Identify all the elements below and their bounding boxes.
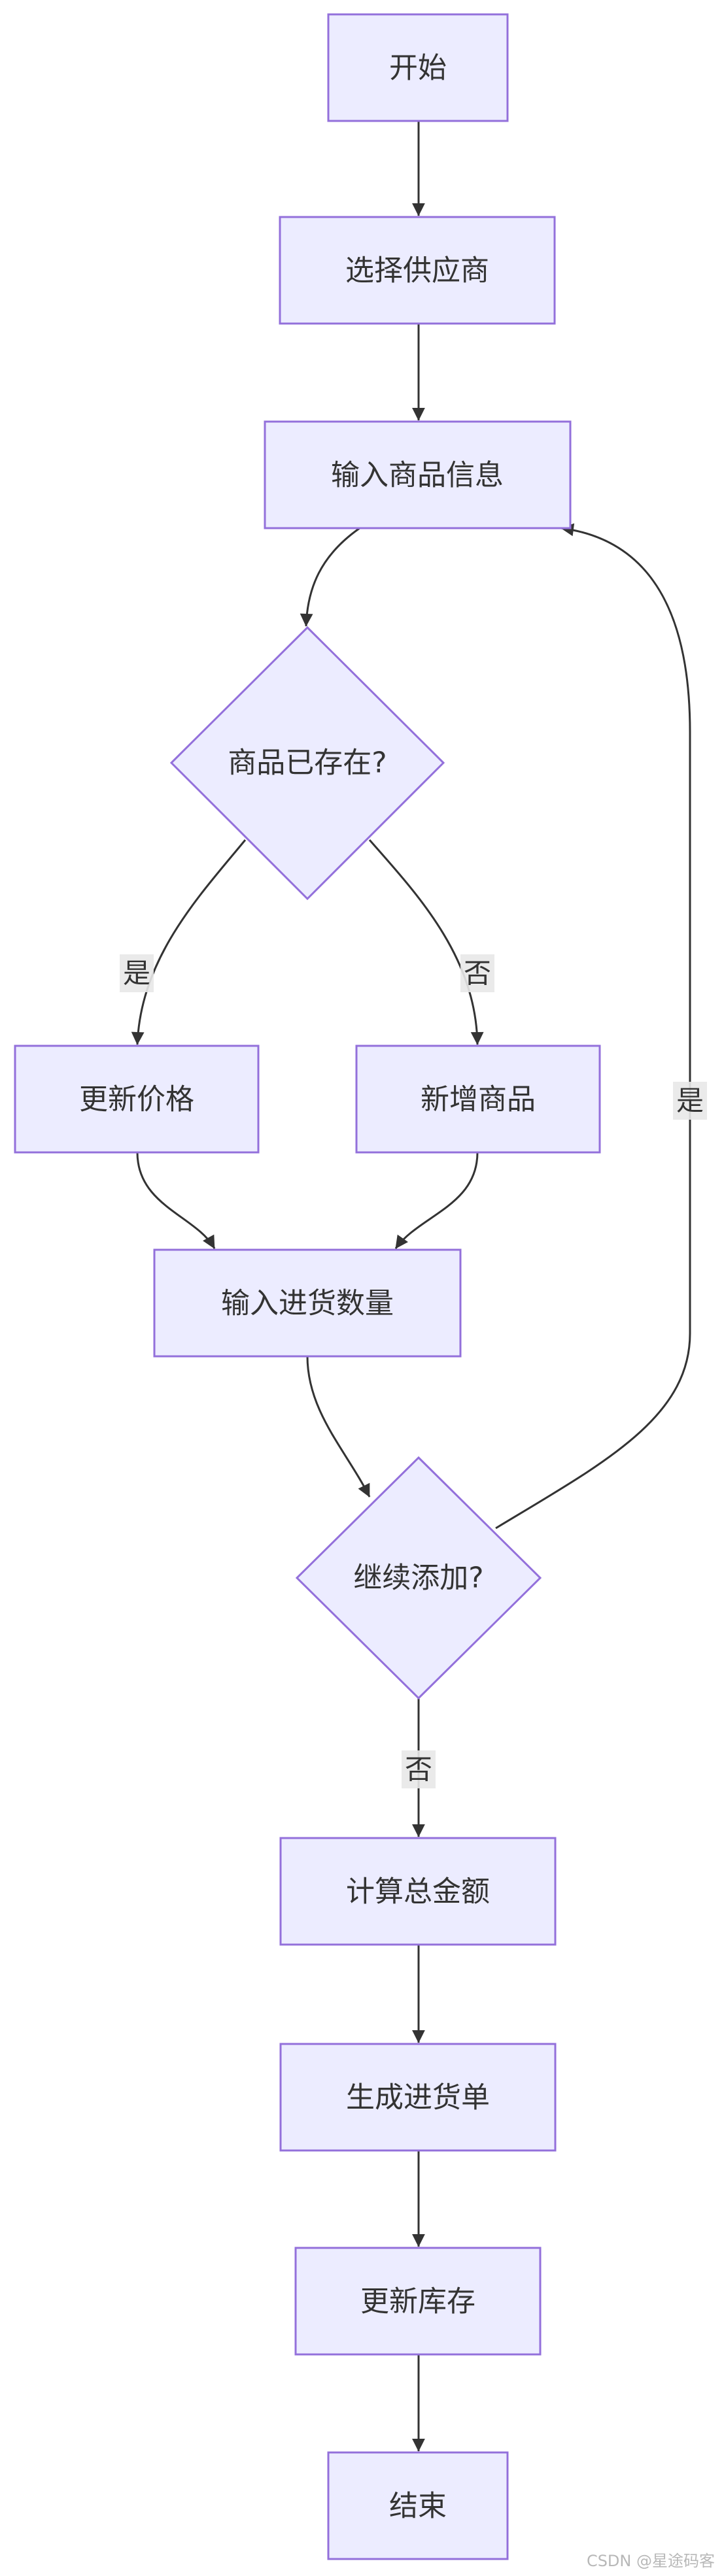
edge-add-product-to-input-quantity — [394, 1152, 479, 1249]
node-update-stock: 更新库存 — [294, 2247, 542, 2356]
edge-label-exists-yes-text: 是 — [123, 958, 150, 990]
edge-label-exists-yes: 是 — [120, 954, 154, 992]
node-end-label: 结束 — [389, 2490, 447, 2523]
edge-label-continue-no: 否 — [402, 1750, 436, 1788]
node-product-exists-decision: 商品已存在? — [169, 626, 445, 901]
edge-label-continue-no-text: 否 — [405, 1754, 432, 1786]
node-input-product-info: 输入商品信息 — [264, 420, 572, 529]
node-update-stock-label: 更新库存 — [360, 2285, 475, 2318]
node-end: 结束 — [327, 2451, 509, 2560]
node-input-quantity-label: 输入进货数量 — [221, 1287, 394, 1320]
node-update-price: 更新价格 — [14, 1045, 260, 1154]
node-generate-order-label: 生成进货单 — [346, 2081, 490, 2115]
edges — [131, 121, 691, 2452]
node-update-price-label: 更新价格 — [79, 1083, 194, 1116]
edge-label-continue-yes-text: 是 — [676, 1085, 704, 1117]
node-start-label: 开始 — [389, 52, 447, 85]
edge-product-exists-to-update-price — [131, 839, 247, 1045]
edge-label-exists-no-text: 否 — [464, 958, 491, 990]
node-select-supplier-label: 选择供应商 — [345, 254, 489, 288]
edge-label-exists-no: 否 — [460, 954, 494, 992]
node-add-product: 新增商品 — [355, 1045, 601, 1154]
node-start: 开始 — [327, 13, 509, 122]
edge-input-product-info-to-product-exists — [300, 527, 360, 627]
node-input-quantity: 输入进货数量 — [153, 1248, 462, 1358]
node-add-product-label: 新增商品 — [421, 1083, 536, 1116]
node-generate-order: 生成进货单 — [279, 2043, 557, 2152]
node-select-supplier: 选择供应商 — [279, 216, 556, 325]
edge-update-price-to-input-quantity — [136, 1152, 216, 1249]
edge-continue-adding-loop-back — [495, 523, 691, 1530]
node-input-product-info-label: 输入商品信息 — [331, 459, 504, 492]
edge-product-exists-to-add-product — [368, 839, 484, 1045]
edge-labels: 是 否 是 否 — [120, 954, 707, 1788]
edge-label-continue-yes: 是 — [673, 1082, 707, 1120]
watermark: CSDN @星途码客 — [586, 2552, 715, 2570]
edge-input-quantity-to-continue-adding — [306, 1356, 371, 1497]
node-continue-adding-decision: 继续添加? — [295, 1456, 542, 1700]
node-continue-adding-label: 继续添加? — [353, 1562, 483, 1595]
node-calculate-total-label: 计算总金额 — [346, 1875, 490, 1909]
nodes: 开始 选择供应商 输入商品信息 商品已存在? 更新价格 新增商品 输入进货数量 — [14, 13, 601, 2560]
node-product-exists-label: 商品已存在? — [228, 746, 387, 780]
node-calculate-total: 计算总金额 — [279, 1837, 557, 1946]
